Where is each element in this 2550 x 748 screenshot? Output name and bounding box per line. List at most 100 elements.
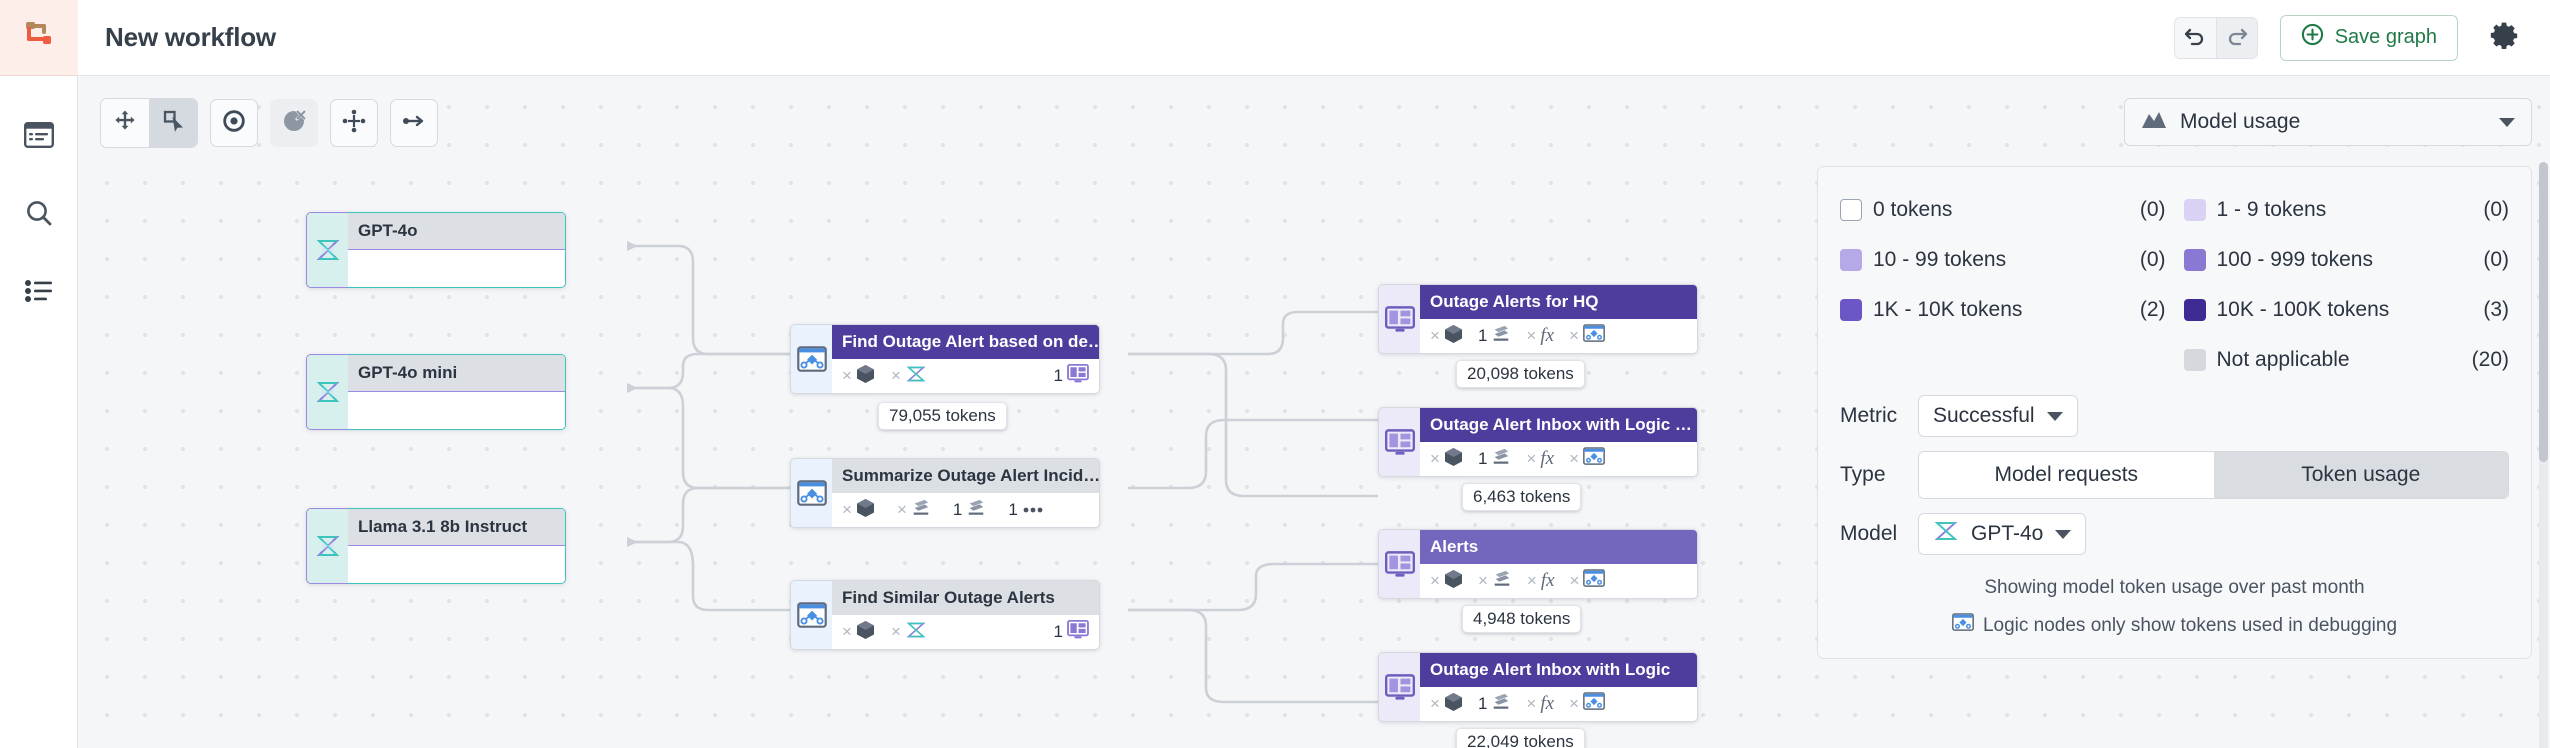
legend-count: (0) (2139, 198, 2166, 221)
logic-icon (1952, 613, 1974, 638)
app-logo[interactable] (0, 0, 78, 76)
chip-cube: × (842, 498, 875, 523)
model-node[interactable]: GPT-4o (306, 212, 566, 288)
cube-icon (1444, 447, 1463, 472)
connect-tool-button[interactable] (390, 99, 438, 147)
screen-node[interactable]: Outage Alert Inbox with Logic × 1 × fx (1378, 652, 1698, 748)
legend-item[interactable]: 100 - 999 tokens (0) (2183, 235, 2509, 285)
layout-tool-button[interactable] (330, 99, 378, 147)
logic-icon (790, 580, 832, 650)
canvas-toolbar (100, 98, 450, 148)
token-pill: 6,463 tokens (1462, 483, 1582, 511)
logic-node[interactable]: Find Similar Outage Alerts × × (790, 580, 1100, 650)
save-graph-label: Save graph (2334, 26, 2437, 48)
layers-icon (1492, 569, 1512, 594)
screen-node[interactable]: Outage Alerts for HQ × 1 × fx (1378, 284, 1698, 388)
token-pill: 20,098 tokens (1456, 360, 1585, 388)
model-node[interactable]: Llama 3.1 8b Instruct (306, 508, 566, 584)
legend-swatch (1840, 299, 1862, 321)
chip-fx: × fx (1526, 325, 1555, 346)
chip-cube: × (842, 364, 875, 389)
select-tool-button[interactable] (149, 99, 197, 147)
logic-icon (1583, 324, 1605, 348)
layers-icon (1491, 324, 1511, 349)
screen-node-body: Outage Alert Inbox with Logic … × 1 × fx (1420, 407, 1698, 477)
vertical-scrollbar[interactable] (2539, 162, 2548, 748)
scrollbar-thumb[interactable] (2539, 162, 2548, 462)
screen-icon (1378, 529, 1420, 599)
model-select[interactable]: GPT-4o (1918, 513, 2087, 555)
chip-cube: × (1430, 447, 1463, 472)
chip-layers: 1 (1478, 324, 1511, 349)
legend-item[interactable]: 10K - 100K tokens (3) (2183, 285, 2509, 335)
chevron-down-icon (2055, 529, 2072, 539)
undo-button[interactable] (2173, 16, 2216, 59)
screen-icon (1067, 620, 1089, 644)
save-graph-button[interactable]: Save graph (2279, 14, 2458, 61)
hide-circle-icon (281, 108, 307, 139)
legend-item[interactable]: 1 - 9 tokens (0) (2183, 185, 2509, 235)
sidebar-item-search[interactable] (0, 176, 78, 254)
logic-node-footer: × × 1 (832, 359, 1099, 393)
logic-node[interactable]: Find Outage Alert based on de… × × (790, 324, 1100, 430)
logic-node-body: Find Similar Outage Alerts × × (832, 580, 1100, 650)
panel-note-logic-label: Logic nodes only show tokens used in deb… (1982, 614, 2398, 636)
screen-node-body: Outage Alert Inbox with Logic × 1 × fx (1420, 652, 1698, 722)
logic-icon (790, 458, 832, 528)
logic-node-title: Find Outage Alert based on de… (832, 325, 1099, 359)
left-rail (0, 0, 78, 748)
legend-item-not-applicable[interactable]: Not applicable (20) (2183, 335, 2509, 385)
sidebar-item-panel[interactable] (0, 98, 78, 176)
model-icon (905, 621, 927, 644)
legend-label: 0 tokens (1873, 198, 1953, 221)
metric-select[interactable]: Successful (1918, 395, 2078, 437)
list-icon (24, 278, 54, 309)
model-usage-dropdown[interactable]: Model usage (2124, 98, 2532, 146)
plus-circle-icon (2301, 23, 2324, 52)
screen-node[interactable]: Outage Alert Inbox with Logic … × 1 × fx (1378, 407, 1698, 511)
sidebar-item-list[interactable] (0, 254, 78, 332)
settings-button[interactable] (2484, 18, 2524, 58)
model-node-title: Llama 3.1 8b Instruct (348, 509, 565, 545)
token-pill: 79,055 tokens (878, 402, 1007, 430)
hide-tool-button[interactable] (270, 99, 318, 147)
top-bar-actions: Save graph (2173, 14, 2550, 61)
token-pill: 4,948 tokens (1462, 605, 1582, 633)
legend: 0 tokens (0) 1 - 9 tokens (0) 10 - 99 to… (1840, 185, 2509, 385)
legend-swatch (2183, 199, 2206, 221)
redo-button[interactable] (2215, 16, 2258, 59)
model-node[interactable]: GPT-4o mini (306, 354, 566, 430)
focus-tool-button[interactable] (210, 99, 258, 147)
chip-model: × (891, 365, 927, 388)
screen-node-title: Outage Alert Inbox with Logic (1420, 653, 1697, 687)
model-node-title: GPT-4o mini (348, 355, 565, 391)
legend-item[interactable]: 0 tokens (0) (1840, 185, 2166, 235)
screen-icon (1378, 407, 1420, 477)
chip-cube: × (1430, 692, 1463, 717)
logic-node-footer: × × 1 (832, 615, 1099, 649)
graph-canvas[interactable]: GPT-4o GPT-4o mini (78, 76, 2550, 748)
chip-fx: × fx (1526, 448, 1555, 469)
logic-node-footer: × × (832, 493, 1099, 527)
model-usage-value: Model usage (2180, 110, 2301, 133)
chip-logic: × (1569, 692, 1605, 716)
layers-icon (911, 498, 931, 523)
chip-screen: 1 (1054, 620, 1089, 644)
cube-icon (856, 620, 875, 645)
tab-token-usage[interactable]: Token usage (2213, 452, 2508, 498)
legend-item[interactable]: 10 - 99 tokens (0) (1840, 235, 2166, 285)
fx-icon: fx (1540, 570, 1555, 591)
legend-item[interactable]: 1K - 10K tokens (2) (1840, 285, 2166, 335)
fx-icon: fx (1540, 693, 1555, 714)
screen-node-title: Outage Alert Inbox with Logic … (1420, 408, 1697, 442)
tab-model-requests[interactable]: Model requests (1919, 452, 2214, 498)
logic-node[interactable]: Summarize Outage Alert Incid… × × (790, 458, 1100, 528)
screen-node[interactable]: Alerts × × × fx × (1378, 529, 1698, 633)
pan-tool-button[interactable] (101, 99, 149, 147)
type-label: Type (1840, 463, 1886, 486)
top-bar: New workflow (78, 0, 2550, 76)
cube-icon (856, 498, 875, 523)
model-icon (1933, 520, 1959, 548)
logic-icon (790, 324, 832, 394)
